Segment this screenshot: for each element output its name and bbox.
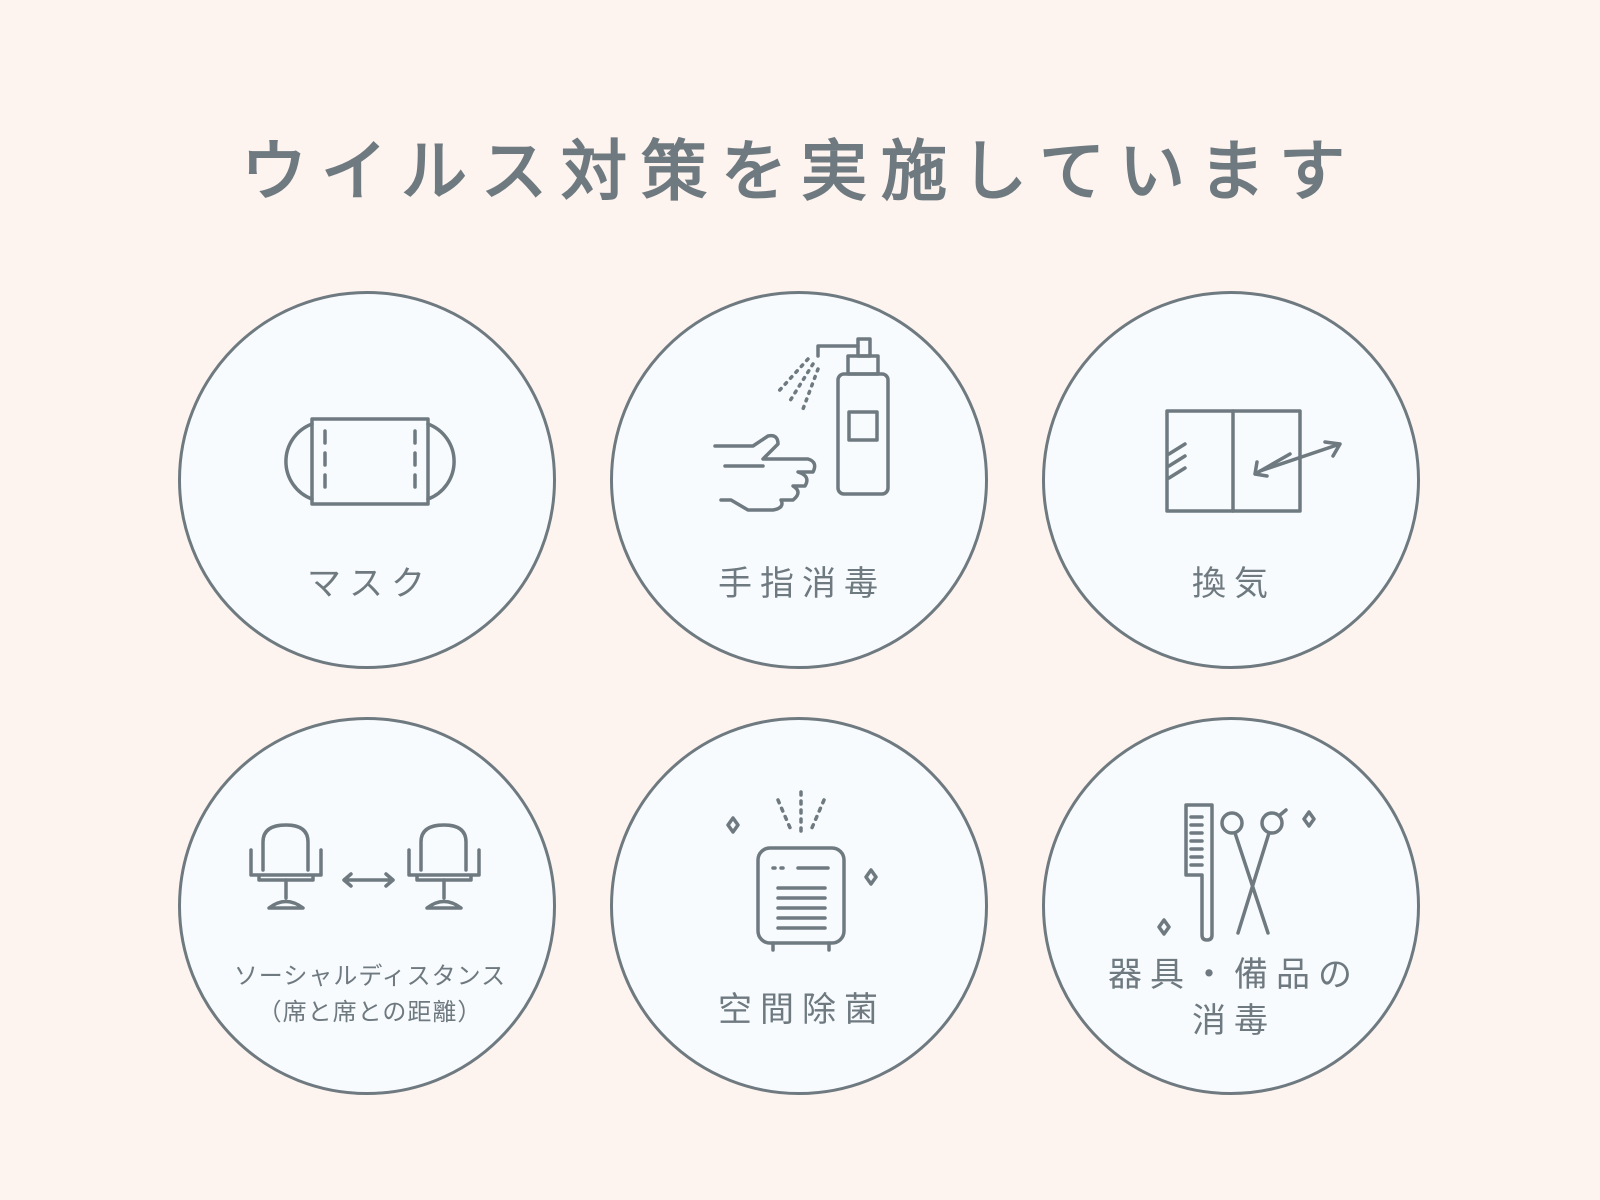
measure-card-ventilation: 換気 [1042, 291, 1420, 669]
measure-label: マスク [307, 564, 433, 604]
measure-label: 換気 [1192, 564, 1276, 604]
measure-label-line1: ソーシャルディスタンス [233, 962, 507, 990]
measure-card-hand-sanitizer: 手指消毒 [610, 291, 988, 669]
window-ventilation-icon [1165, 409, 1342, 513]
comb-scissors-icon [1157, 803, 1316, 942]
salon-chairs-distance-icon [249, 823, 481, 910]
measure-card-tools-disinfection: 器具・備品の 消毒 [1042, 717, 1420, 1095]
measure-card-mask: マスク [178, 291, 556, 669]
page-title: ウイルス対策を実施しています [240, 133, 1360, 210]
measure-label: 空間除菌 [718, 990, 886, 1030]
hand-sanitizer-icon [713, 337, 890, 512]
air-purifier-icon [726, 790, 878, 952]
measure-card-air-purifier: 空間除菌 [610, 717, 988, 1095]
measure-label: 手指消毒 [718, 564, 886, 604]
measure-card-social-distance: ソーシャルディスタンス （席と席との距離） [178, 717, 556, 1095]
measure-label-line2: 消毒 [1192, 1001, 1276, 1041]
mask-icon [284, 417, 456, 506]
measure-label-line2: （席と席との距離） [257, 998, 483, 1026]
measure-label-line1: 器具・備品の [1108, 955, 1360, 995]
